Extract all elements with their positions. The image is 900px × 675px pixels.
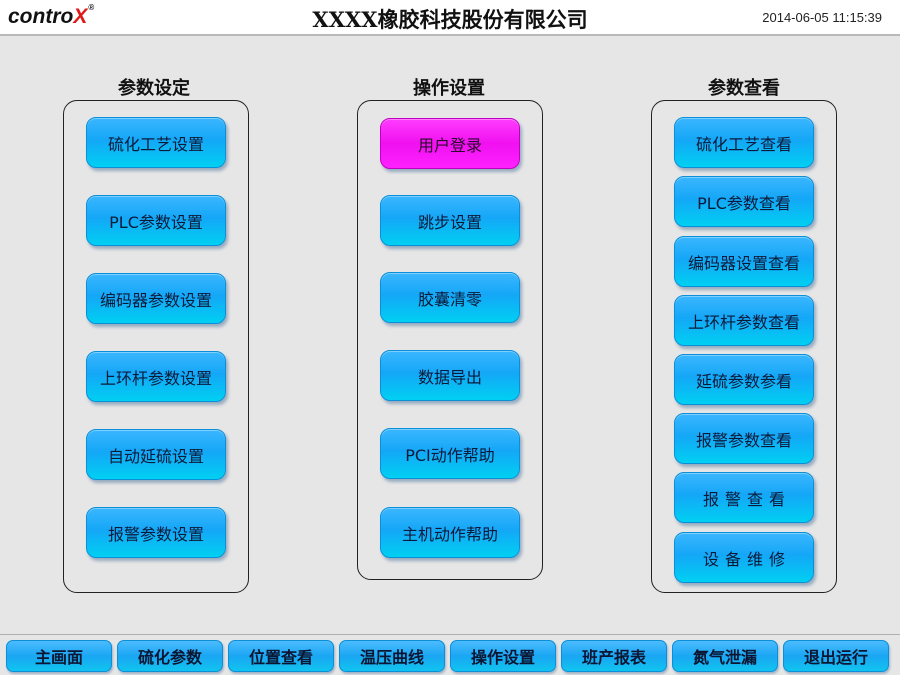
btn-alarm-view[interactable]: 报警查看 xyxy=(674,472,814,523)
nav-operation-settings[interactable]: 操作设置 xyxy=(450,640,556,672)
btn-alarm-param-view[interactable]: 报警参数查看 xyxy=(674,413,814,464)
logo-x: X xyxy=(73,5,88,28)
btn-pci-action-help[interactable]: PCI动作帮助 xyxy=(380,428,520,479)
btn-cure-process-view[interactable]: 硫化工艺查看 xyxy=(674,117,814,168)
datetime-display: 2014-06-05 11:15:39 xyxy=(762,10,882,25)
bottom-nav-bar: 主画面 硫化参数 位置查看 温压曲线 操作设置 班产报表 氮气泄漏 退出运行 xyxy=(0,634,900,675)
page-title: XXXX橡胶科技股份有限公司 xyxy=(312,7,588,32)
btn-alarm-param-setting[interactable]: 报警参数设置 xyxy=(86,507,226,558)
btn-delay-cure-param-view[interactable]: 延硫参数参看 xyxy=(674,354,814,405)
panel-operation-settings xyxy=(357,100,543,580)
btn-encoder-setting-view[interactable]: 编码器设置查看 xyxy=(674,236,814,287)
btn-encoder-param-setting[interactable]: 编码器参数设置 xyxy=(86,273,226,324)
btn-auto-delay-cure-setting[interactable]: 自动延硫设置 xyxy=(86,429,226,480)
nav-position-view[interactable]: 位置查看 xyxy=(228,640,334,672)
btn-plc-param-view[interactable]: PLC参数查看 xyxy=(674,176,814,227)
brand-logo: controX® xyxy=(8,3,95,29)
group-title-param-view: 参数查看 xyxy=(708,78,780,99)
panel-param-settings xyxy=(63,100,249,593)
header-bar: controX® XXXX橡胶科技股份有限公司 2014-06-05 11:15… xyxy=(0,0,900,36)
nav-exit-run[interactable]: 退出运行 xyxy=(783,640,889,672)
btn-upper-ring-rod-view[interactable]: 上环杆参数查看 xyxy=(674,295,814,346)
btn-user-login[interactable]: 用户登录 xyxy=(380,118,520,169)
btn-equipment-maintenance[interactable]: 设备维修 xyxy=(674,532,814,583)
btn-bladder-reset[interactable]: 胶囊清零 xyxy=(380,272,520,323)
nav-shift-report[interactable]: 班产报表 xyxy=(561,640,667,672)
nav-main-screen[interactable]: 主画面 xyxy=(6,640,112,672)
panel-param-view xyxy=(651,100,837,593)
btn-upper-ring-rod-setting[interactable]: 上环杆参数设置 xyxy=(86,351,226,402)
group-title-param-settings: 参数设定 xyxy=(118,78,190,99)
nav-cure-params[interactable]: 硫化参数 xyxy=(117,640,223,672)
btn-plc-param-setting[interactable]: PLC参数设置 xyxy=(86,195,226,246)
btn-cure-process-setting[interactable]: 硫化工艺设置 xyxy=(86,117,226,168)
btn-main-machine-action-help[interactable]: 主机动作帮助 xyxy=(380,507,520,558)
logo-text: contro xyxy=(8,5,74,28)
group-title-operation-settings: 操作设置 xyxy=(413,78,485,99)
btn-data-export[interactable]: 数据导出 xyxy=(380,350,520,401)
nav-temp-pressure-curve[interactable]: 温压曲线 xyxy=(339,640,445,672)
btn-step-jump-setting[interactable]: 跳步设置 xyxy=(380,195,520,246)
logo-registered-mark: ® xyxy=(88,3,95,12)
nav-nitrogen-leak[interactable]: 氮气泄漏 xyxy=(672,640,778,672)
